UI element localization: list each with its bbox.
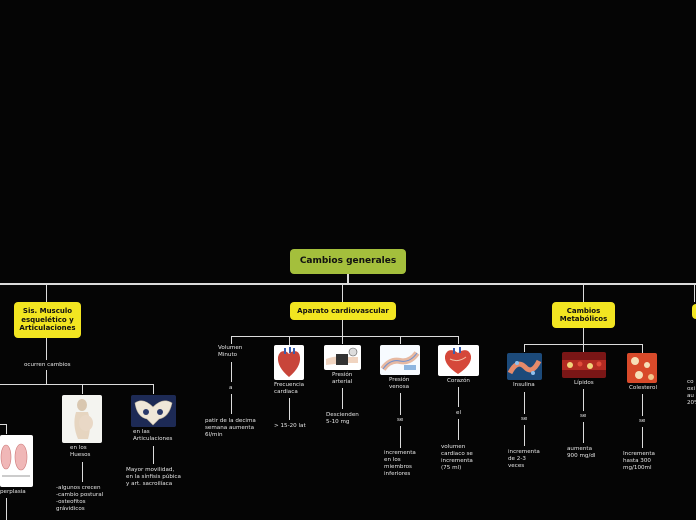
huesos-label: en los Huesos (70, 445, 91, 458)
cardio-stem (342, 320, 343, 336)
lipidos-connector: se (580, 413, 587, 419)
volumen-connector: a (229, 385, 233, 391)
presion-venosa-label: Presión venosa (389, 377, 410, 390)
lipidos-image (562, 352, 606, 378)
huesos-description: -algunos crecen -cambio postural -osteof… (56, 485, 104, 512)
articulaciones-description: Mayor movilidad, en la sínfisis púbica y… (126, 467, 181, 487)
heart-image (274, 345, 304, 380)
corazon-connector: el (456, 410, 461, 416)
root-topic[interactable]: Cambios generales (290, 249, 406, 274)
cardio-hbar (231, 336, 459, 337)
musculo-stem-2 (46, 370, 47, 384)
root-stem (347, 274, 349, 284)
connector-cardio (342, 284, 343, 302)
musculo-ocurren-cambios: ocurren cambios (24, 362, 71, 368)
musculo-drop-articulaciones (153, 384, 154, 394)
metab-drop-lipidos (583, 344, 584, 352)
lipidos-label: Lípidos (574, 380, 594, 386)
venous-pressure-image (380, 345, 420, 375)
presion-venosa-stem-2 (400, 426, 401, 448)
main-horizontal-connector (0, 283, 696, 285)
branch-musculo-esqueletico[interactable]: Sis. Musculo esquelético y Articulacione… (14, 302, 81, 338)
connector-right (694, 284, 695, 302)
branch-offscreen-right[interactable] (692, 304, 696, 319)
cardio-drop-volumen (231, 336, 232, 344)
insulina-label: Insulina (513, 382, 535, 388)
articulaciones-stem (153, 446, 154, 464)
presion-arterial-description: Descienden 5-10 mg (326, 412, 359, 425)
volumen-minuto-label: Volumen Minuto (218, 345, 243, 358)
volumen-stem-2 (231, 394, 232, 414)
lipidos-description: aumenta 900 mg/dl (567, 446, 596, 459)
cardio-drop-corazon (458, 336, 459, 344)
colesterol-stem (642, 394, 643, 416)
colesterol-connector: se (639, 418, 646, 424)
blood-pressure-image (324, 345, 361, 370)
insulina-connector: se (521, 416, 528, 422)
presion-arterial-stem (342, 388, 343, 409)
corazon-stem (458, 387, 459, 407)
musculo-drop-left (6, 424, 7, 434)
frecuencia-description: > 15-20 lat (274, 423, 306, 429)
musculo-hbar (0, 384, 153, 385)
musculo-hbar-left (0, 424, 7, 425)
connector-metab (583, 284, 584, 302)
corazon-stem-2 (458, 419, 459, 440)
frecuencia-stem (289, 398, 290, 420)
presion-venosa-description: incrementa en los miembros inferiores (384, 450, 416, 477)
articulaciones-label: en las Articulaciones (133, 429, 173, 442)
metab-drop-insulina (524, 344, 525, 352)
lipidos-stem (583, 389, 584, 411)
cardio-drop-presion-arterial (342, 336, 343, 344)
presion-venosa-connector: se (397, 417, 404, 423)
connector-musculo (46, 284, 47, 302)
musculo-stem (46, 338, 47, 360)
cardio-drop-frecuencia (289, 336, 290, 345)
right-edge-partial-text: co oxi au 20% (687, 379, 696, 406)
insulina-stem-2 (524, 425, 525, 446)
hiperplasia-image (0, 435, 33, 487)
corazon-label: Corazón (447, 378, 470, 384)
frecuencia-label: Frecuencia cardiaca (274, 382, 305, 395)
huesos-image (62, 395, 102, 443)
huesos-stem (82, 462, 83, 482)
musculo-drop-huesos (82, 384, 83, 394)
volumen-stem (231, 362, 232, 382)
metab-stem (583, 328, 584, 344)
corazon-image (438, 345, 479, 376)
presion-venosa-stem (400, 393, 401, 415)
insulina-image (507, 353, 542, 380)
articulaciones-image (131, 395, 176, 427)
lipidos-stem-2 (583, 422, 584, 443)
colesterol-description: Incrementa hasta 300 mg/100ml (623, 451, 655, 471)
corazon-description: volumen cardiaco se incrementa (75 ml) (441, 444, 473, 471)
metab-drop-colesterol (642, 344, 643, 353)
insulina-description: incrementa de 2-3 veces (508, 449, 540, 469)
branch-aparato-cardiovascular[interactable]: Aparato cardiovascular (290, 302, 396, 320)
branch-cambios-metabolicos[interactable]: Cambios Metabólicos (552, 302, 615, 328)
volumen-description: patir de la decima semana aumenta 6l/min (205, 418, 256, 438)
insulina-stem (524, 392, 525, 414)
hiperplasia-label: perplasia (0, 489, 26, 495)
colesterol-image (627, 353, 657, 383)
hiperplasia-stem (6, 498, 7, 520)
cardio-drop-presion-venosa (400, 336, 401, 344)
presion-arterial-label: Presión arterial (332, 372, 353, 385)
colesterol-stem-2 (642, 427, 643, 448)
colesterol-label: Colesterol (629, 385, 658, 391)
